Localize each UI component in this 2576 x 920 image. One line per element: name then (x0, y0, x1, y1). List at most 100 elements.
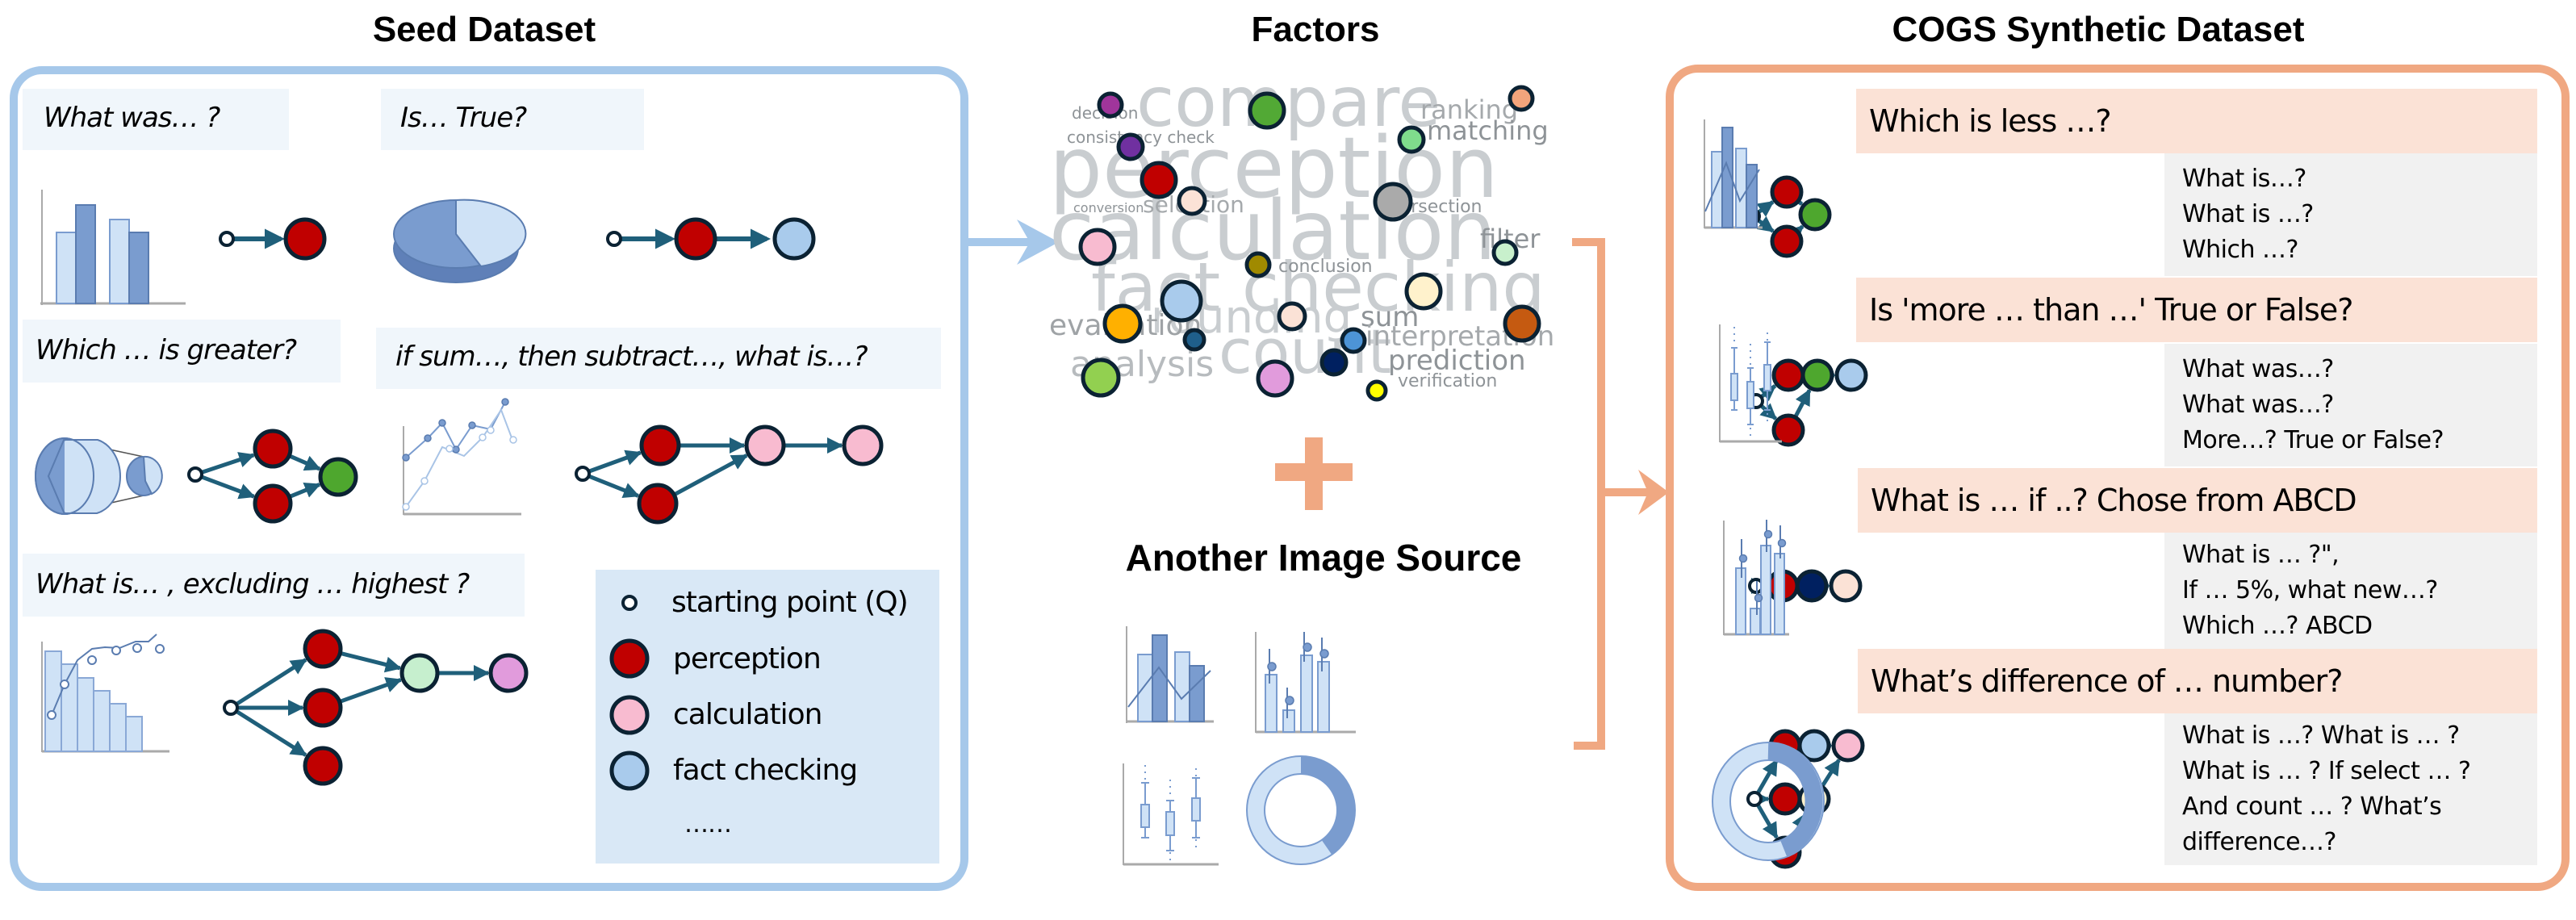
factor-word-count: count (1219, 316, 1392, 387)
perception-node (637, 483, 679, 525)
cogs-question-box-2 (1856, 278, 2537, 342)
start-node (187, 466, 203, 483)
graph-edge-arrow (1756, 215, 1775, 233)
legend-label-fact-checking: fact checking (673, 754, 858, 787)
cogs-chart-icons (1704, 119, 1825, 861)
factor-node (1182, 328, 1206, 352)
factor-node (1508, 85, 1535, 112)
factor-node (1256, 359, 1294, 398)
cogs-reasoning-graph-2 (1748, 358, 1868, 447)
calculation-node (1831, 729, 1865, 763)
combo-chart-icon (1126, 626, 1214, 723)
box-plot-icon (1123, 763, 1219, 866)
factor-node (1177, 186, 1207, 216)
cogs-reasoning-graph-1 (1745, 175, 1832, 258)
cogs-subquestions-box-3 (2164, 533, 2537, 649)
perception-node (674, 217, 717, 261)
perception-node (253, 483, 293, 524)
cogs-reasoning-graph-4 (1746, 729, 1865, 869)
factors-word-cloud: compare perception calculation fact chec… (1049, 68, 1566, 412)
graph-edge-arrow (1756, 200, 1775, 217)
fact-checking-node (1797, 729, 1831, 763)
seed-question-1: What was… ? (44, 102, 220, 134)
legend-icons (609, 595, 650, 791)
start-point-legend-icon (621, 595, 638, 611)
cogs-question-3: What is … if ..? Chose from ABCD (1871, 483, 2357, 518)
fact-checking-legend-icon (609, 751, 650, 791)
perception-node (639, 424, 681, 466)
factor-node (1078, 228, 1117, 266)
cogs-subquestions-box-2 (2164, 344, 2537, 466)
cogs-subquestions-3: What is … ?", If … 5%, what new…? Which … (2182, 541, 2438, 640)
factor-node (1277, 301, 1307, 332)
factor-node (1116, 132, 1145, 161)
seed-question-box-5 (23, 554, 525, 617)
seed-to-factors-arrow (960, 220, 1059, 265)
donut-chart-icon (1712, 742, 1825, 861)
another-image-source-title: Another Image Source (1125, 537, 1522, 579)
cogs-subquestions-box-1 (2164, 153, 2537, 276)
violet-node (488, 653, 529, 693)
graph-edge-arrow (1755, 803, 1779, 839)
legend-label-perception: perception (673, 642, 822, 675)
cogs-question-box-3 (1858, 468, 2537, 533)
cogs-question-box-1 (1856, 89, 2537, 153)
line-chart-icon (402, 398, 521, 516)
node-type-legend (596, 570, 939, 864)
factor-node (1244, 251, 1272, 278)
factor-node (1404, 272, 1443, 311)
seed-question-box-2 (381, 89, 644, 150)
seed-question-3: Which … is greater? (36, 334, 297, 366)
factor-node (1081, 358, 1121, 398)
graph-edge-arrow (588, 450, 642, 474)
factor-nodes (1078, 85, 1541, 402)
seed-question-5: What is… , excluding … highest ? (36, 568, 470, 600)
factor-word-matching: matching (1427, 115, 1549, 146)
cogs-subquestions-4: What is …? What is … ? What is … ? If se… (2182, 721, 2471, 856)
navy-node (1795, 569, 1829, 603)
factor-node (1248, 91, 1286, 130)
factors-to-cogs-arrow (1572, 238, 1669, 750)
light-green-node (399, 653, 440, 693)
graph-edge-arrow (1793, 388, 1812, 419)
factor-node (1097, 91, 1124, 119)
cogs-question-box-4 (1858, 649, 2537, 713)
factor-word-ranking: ranking (1420, 94, 1519, 125)
perception-node (253, 429, 293, 469)
cogs-question-2: Is 'more … than …' True or False? (1869, 292, 2353, 328)
factor-node (1365, 379, 1388, 402)
cogs-subquestions-2: What was…? What was…? More…? True or Fal… (2182, 355, 2444, 454)
graph-edge-arrow (200, 475, 256, 500)
legend-label-calculation: calculation (673, 698, 822, 731)
perception-node (303, 629, 343, 669)
factor-node (1340, 327, 1367, 354)
reasoning-graph-1 (219, 217, 327, 261)
start-node (223, 700, 239, 716)
start-node (606, 231, 622, 247)
start-node (1746, 791, 1763, 807)
pie-of-pie-icon (35, 437, 163, 515)
perception-node (283, 217, 327, 261)
bar-errorbar-chart-icon (1255, 632, 1356, 734)
graph-edge-arrow (339, 650, 402, 673)
perception-node (1770, 224, 1804, 258)
perception-legend-icon (609, 638, 650, 679)
factor-word-prediction: prediction (1388, 345, 1526, 377)
bar-chart-icon (40, 190, 186, 305)
seed-question-box-4 (376, 328, 941, 389)
reasoning-graph-2 (606, 217, 816, 261)
calculation-node (744, 424, 786, 466)
bar-errorbar-chart-icon (1723, 520, 1789, 636)
green-node (318, 457, 358, 497)
factor-word-calculation: calculation (1049, 183, 1496, 279)
graph-edge-arrow (1759, 403, 1778, 420)
factors-title: Factors (1251, 10, 1380, 49)
factor-word-conclusion: conclusion (1278, 257, 1373, 277)
seed-row1-graphics (35, 190, 816, 515)
plus-sign (1275, 437, 1353, 510)
pareto-chart-icon (41, 634, 169, 753)
perception-node (1771, 413, 1805, 447)
graph-edge-arrow (288, 454, 321, 471)
box-plot-icon (1719, 324, 1782, 443)
